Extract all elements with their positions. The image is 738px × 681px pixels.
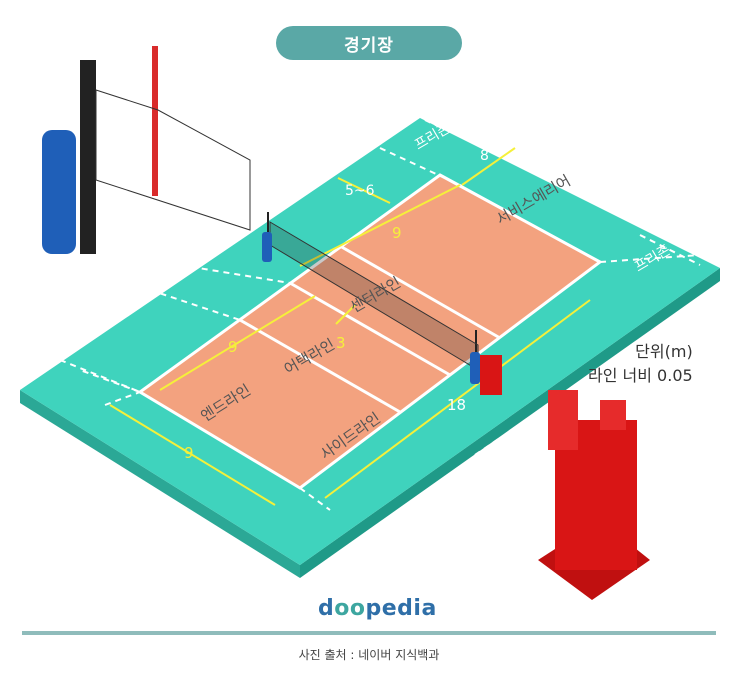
floor-side-face: [20, 390, 300, 578]
attack-line-far: [339, 244, 501, 340]
dimension-lines: [109, 147, 591, 506]
brand-prefix: d: [318, 596, 335, 621]
net-assembly: [262, 212, 480, 384]
end-width-value: 9: [184, 444, 194, 462]
net-post-closeup: [42, 46, 251, 254]
floor-front-face: [300, 268, 720, 578]
free-zone-guides: [59, 119, 701, 511]
unit-legend: 단위(m) 라인 너비 0.05: [588, 340, 693, 388]
attack-distance-value: 3: [336, 334, 346, 352]
half-length-top-value: 9: [392, 224, 402, 242]
free-zone-depth-value: 5~6: [345, 183, 375, 199]
referee-stand-small: [480, 355, 502, 395]
half-length-bottom-value: 9: [228, 338, 238, 356]
service-area-width-value: 8: [480, 148, 489, 164]
brand-logo: doopedia: [318, 596, 437, 621]
referee-chair: [538, 390, 650, 600]
brand-mid: oo: [334, 596, 366, 621]
footer-divider: [22, 631, 716, 635]
center-line: [289, 281, 451, 377]
court-length-value: 18: [447, 396, 466, 414]
attack-line-near: [239, 318, 401, 414]
line-width-label: 라인 너비 0.05: [588, 366, 693, 385]
page-title: 경기장: [276, 26, 462, 60]
brand-suffix: pedia: [365, 596, 437, 621]
image-credit: 사진 출처 : 네이버 지식백과: [298, 648, 440, 662]
unit-label: 단위(m): [635, 342, 693, 361]
